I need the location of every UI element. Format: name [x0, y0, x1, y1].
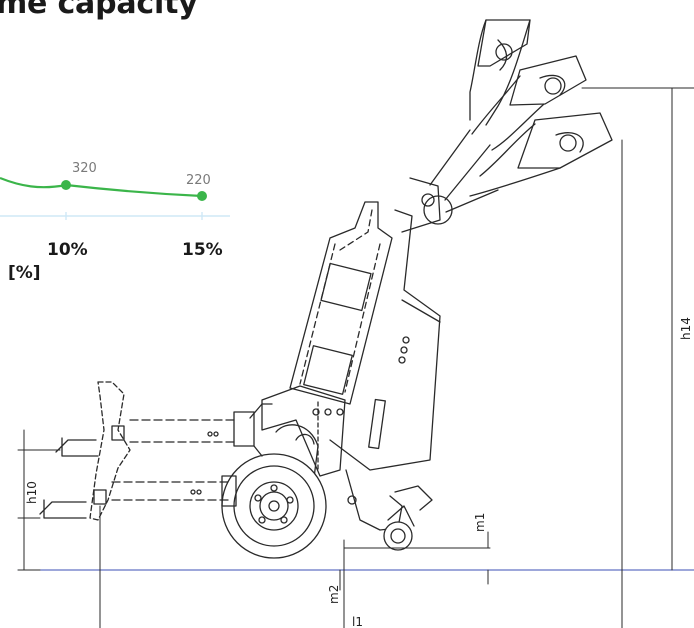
- dimension-lines: [17, 87, 694, 628]
- x-tick-label: 15%: [182, 240, 223, 260]
- coupling-hooks: [39, 381, 273, 521]
- x-tick-label: 10%: [47, 240, 88, 260]
- dim-m1: m1: [473, 513, 487, 532]
- dim-h10: h10: [25, 481, 39, 504]
- series-line: [0, 176, 203, 198]
- data-point: [61, 180, 71, 190]
- dim-m2: m2: [327, 585, 341, 604]
- dim-h14: h14: [679, 317, 693, 340]
- battery-mast: [289, 201, 441, 471]
- data-point: [197, 191, 207, 201]
- dim-l1: l1: [352, 615, 363, 628]
- chassis: [261, 385, 433, 531]
- tiller-arm: [401, 129, 499, 233]
- capacity-chart: 10% 15% [%] 320 220: [0, 161, 230, 283]
- castor-wheel: [383, 505, 415, 551]
- data-label: 320: [72, 161, 97, 176]
- page-title: me capacity: [0, 0, 198, 21]
- x-axis-label: [%]: [8, 263, 41, 283]
- drive-wheel: [221, 453, 327, 559]
- data-label: 220: [186, 173, 211, 188]
- tiller-handles: [469, 19, 613, 197]
